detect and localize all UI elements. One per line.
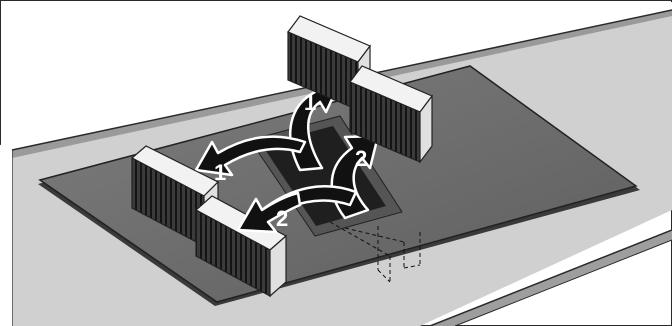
- step-label-2-left: 2: [276, 206, 288, 231]
- step-label-1-up: 1: [304, 90, 316, 115]
- step-label-2-up: 2: [355, 146, 367, 171]
- step-label-1-left: 1: [214, 160, 226, 185]
